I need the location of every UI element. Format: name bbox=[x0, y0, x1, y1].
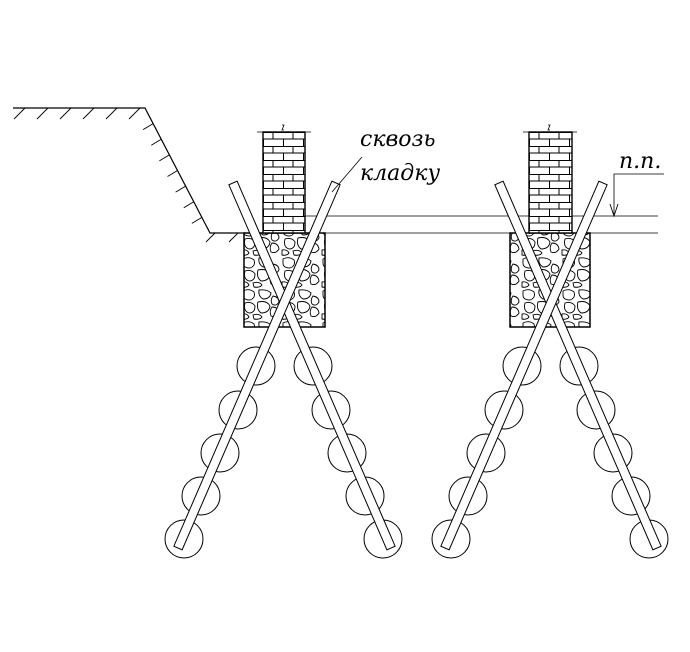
ground-hatch-mark bbox=[105, 107, 118, 120]
ground-hatch-mark bbox=[82, 107, 95, 120]
ground-hatch-mark bbox=[36, 107, 49, 120]
ground-profile bbox=[13, 107, 246, 243]
right-brick-wall bbox=[523, 124, 577, 234]
ground-hatch-mark bbox=[142, 123, 154, 131]
leader-line bbox=[331, 156, 363, 193]
pile-rod bbox=[440, 180, 608, 551]
ground-hatch-mark bbox=[183, 201, 194, 209]
pile-rod bbox=[173, 180, 341, 551]
ground-hatch-mark bbox=[228, 232, 239, 243]
water-level-marker bbox=[609, 173, 664, 218]
ground-hatch-mark bbox=[13, 107, 26, 120]
pile-bulbs bbox=[164, 346, 669, 559]
ground-hatch-mark bbox=[151, 138, 162, 146]
ground-hatch-mark bbox=[159, 154, 170, 162]
label-through-1: сквозь bbox=[360, 127, 436, 152]
ground-hatch-mark bbox=[128, 107, 141, 120]
ground-hatch-mark bbox=[205, 232, 216, 243]
label-water-level: п.п. bbox=[619, 149, 661, 174]
inclined-piles bbox=[173, 180, 662, 551]
ground-hatch-mark bbox=[59, 107, 72, 120]
pile-rod bbox=[494, 180, 662, 551]
ground-hatch-mark bbox=[175, 185, 186, 193]
left-brick-wall bbox=[257, 124, 311, 234]
ground-hatch-mark bbox=[167, 170, 178, 177]
pile-rod bbox=[228, 180, 396, 551]
label-through-2: кладку bbox=[360, 161, 440, 186]
ground-hatch-mark bbox=[191, 216, 203, 224]
